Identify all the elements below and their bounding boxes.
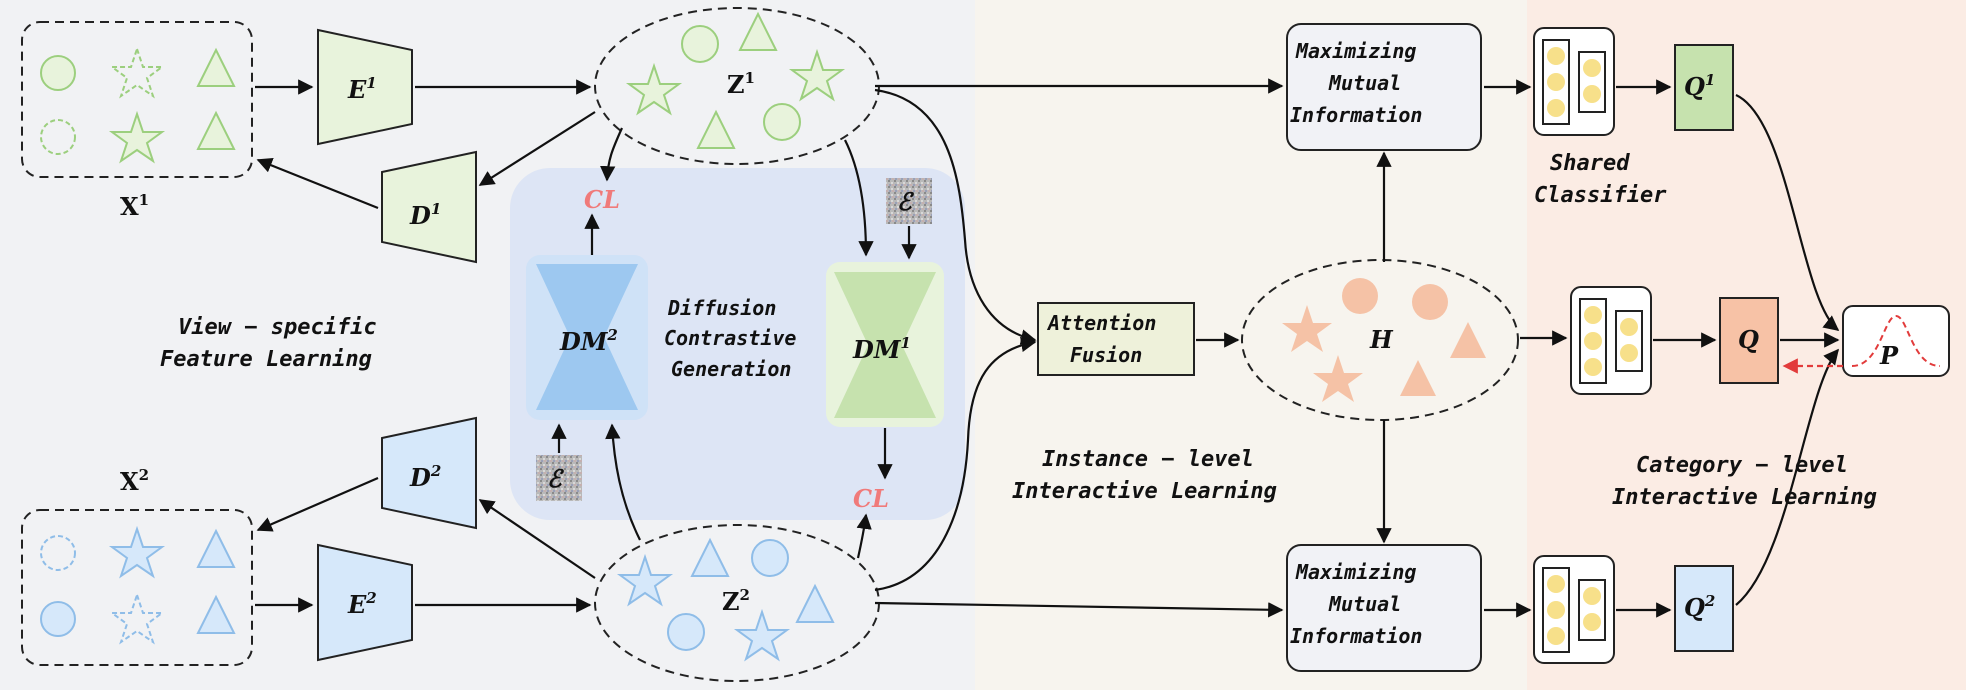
star-icon <box>108 110 166 164</box>
cl-label-top: CL <box>584 185 620 214</box>
circle-icon <box>40 601 76 637</box>
noise-box-top: ℰ <box>886 178 932 224</box>
decoder-d1: D1 <box>381 150 477 264</box>
svg-text:E2: E2 <box>347 589 377 619</box>
triangle-icon <box>690 537 730 577</box>
x1-input-box <box>21 21 253 178</box>
svg-text:P: P <box>1879 341 1899 370</box>
triangle-icon <box>196 594 236 634</box>
svg-text:Mutual: Mutual <box>1328 592 1401 616</box>
category-level-label-line1: Category − level <box>1636 453 1848 478</box>
instance-level-label-line2: Interactive Learning <box>1012 479 1277 504</box>
shared-classifier-label-line1: Shared <box>1550 151 1630 176</box>
triangle-icon <box>1400 360 1436 396</box>
triangle-icon <box>738 11 778 51</box>
svg-text:ℰ: ℰ <box>547 464 565 493</box>
encoder-e2: E2 <box>317 543 413 662</box>
svg-text:DM1: DM1 <box>852 334 911 364</box>
circle-icon <box>681 25 719 63</box>
p-target-distribution: P <box>1842 305 1950 377</box>
circle-icon <box>667 613 705 651</box>
diffusion-model-dm1: DM1 <box>826 262 944 427</box>
svg-text:D1: D1 <box>409 200 441 230</box>
circle-icon <box>1412 284 1448 320</box>
svg-text:Z1: Z1 <box>727 69 755 99</box>
star-icon <box>616 553 674 607</box>
circle-icon <box>1342 278 1378 314</box>
svg-text:Q1: Q1 <box>1684 71 1715 101</box>
svg-text:Maximizing: Maximizing <box>1295 39 1416 63</box>
svg-text:Q2: Q2 <box>1684 592 1715 622</box>
classifier-top <box>1533 27 1615 136</box>
q2-box: Q2 <box>1674 565 1734 652</box>
star-icon <box>1282 305 1332 352</box>
diffusion-title-line2: Contrastive <box>664 326 796 350</box>
x2-label: X2 <box>120 466 149 496</box>
svg-text:DM2: DM2 <box>559 326 618 356</box>
diffusion-model-dm2: DM2 <box>526 255 648 420</box>
shared-classifier-label-line2: Classifier <box>1534 183 1667 208</box>
svg-text:E1: E1 <box>347 74 377 104</box>
q-box: Q <box>1719 297 1779 384</box>
decoder-d2: D2 <box>381 416 477 530</box>
q1-box: Q1 <box>1674 44 1734 131</box>
star-icon <box>625 62 683 116</box>
attention-fusion-box: Attention Fusion <box>1037 302 1195 376</box>
circle-icon <box>751 539 789 577</box>
svg-text:Maximizing: Maximizing <box>1295 560 1416 584</box>
encoder-e1: E1 <box>317 28 413 146</box>
svg-text:Attention: Attention <box>1046 311 1156 335</box>
svg-text:Q: Q <box>1738 325 1759 354</box>
svg-text:Mutual: Mutual <box>1328 71 1401 95</box>
connector-arrows <box>255 78 1843 618</box>
svg-text:Z2: Z2 <box>722 586 750 616</box>
star-icon <box>788 48 846 102</box>
mmi-box-bottom: Maximizing Mutual Information <box>1286 544 1482 672</box>
triangle-icon <box>196 528 236 568</box>
h-fused-representation: H <box>1241 259 1519 421</box>
circle-icon <box>40 119 76 155</box>
triangle-icon <box>196 110 236 150</box>
star-icon <box>733 608 791 662</box>
svg-text:Information: Information <box>1290 624 1422 648</box>
z2-latent: Z2 <box>594 524 880 682</box>
svg-text:Information: Information <box>1290 103 1422 127</box>
diffusion-title-line3: Generation <box>671 357 791 381</box>
instance-level-label-line1: Instance − level <box>1042 447 1254 472</box>
star-icon <box>108 525 166 579</box>
mmi-box-top: Maximizing Mutual Information <box>1286 23 1482 151</box>
noise-box-bottom: ℰ <box>536 455 582 501</box>
triangle-icon <box>696 109 736 149</box>
star-icon <box>1313 355 1363 402</box>
z1-latent: Z1 <box>594 7 880 165</box>
classifier-middle <box>1570 286 1652 395</box>
circle-icon <box>40 55 76 91</box>
cl-label-bottom: CL <box>853 484 889 513</box>
category-level-label-line2: Interactive Learning <box>1612 485 1877 510</box>
triangle-icon <box>196 47 236 87</box>
triangle-icon <box>1450 322 1486 358</box>
circle-icon <box>763 103 801 141</box>
triangle-icon <box>795 583 835 623</box>
x2-input-box <box>21 509 253 666</box>
svg-text:ℰ: ℰ <box>897 187 915 216</box>
circle-icon <box>40 535 76 571</box>
view-specific-label-line2: Feature Learning <box>160 347 372 372</box>
x1-label: X1 <box>120 191 149 221</box>
diffusion-title-line1: Diffusion <box>667 296 776 320</box>
view-specific-label-line1: View − specific <box>178 315 377 340</box>
svg-text:H: H <box>1369 325 1394 354</box>
svg-text:D2: D2 <box>409 462 441 492</box>
classifier-bottom <box>1533 555 1615 664</box>
svg-text:Fusion: Fusion <box>1070 343 1142 367</box>
